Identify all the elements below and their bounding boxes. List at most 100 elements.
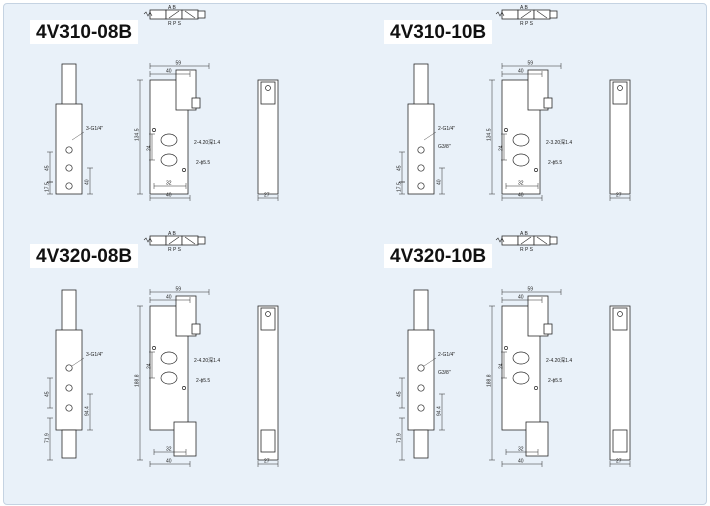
dim-27-label: 27 [264, 459, 270, 465]
front-port-1 [160, 351, 178, 365]
dim-32-label: 32 [518, 181, 524, 187]
mount-hole-1 [152, 346, 156, 350]
symbol-ports-top: A B [520, 5, 528, 11]
dim-27-label: 27 [616, 459, 622, 465]
solenoid-plug [543, 97, 553, 109]
valve-symbol: A B R P S [143, 5, 206, 27]
right-coil-screw [617, 311, 623, 317]
side-port-2 [65, 404, 73, 412]
dim-59-label: 59 [528, 61, 534, 67]
mount-hole-1 [504, 346, 508, 350]
holes-callout: 2-3.20深1.4 [546, 139, 572, 146]
symbol-spring [143, 11, 153, 17]
side-stem-bottom [413, 429, 429, 459]
dim-32-label: 32 [518, 447, 524, 453]
symbol-spring-box [149, 235, 167, 246]
front-port-1 [160, 133, 178, 147]
right-coil-screw [265, 85, 271, 91]
port-callout: 3-G1/4" [86, 126, 103, 132]
right-coil-bottom [612, 429, 628, 453]
dim-71-9-label: 71.9 [397, 433, 403, 443]
dim-40-bottom-label: 40 [166, 459, 172, 465]
title-4v310-08b: 4V310-08B [30, 20, 139, 44]
title-4v320-08b: 4V320-08B [30, 244, 139, 268]
front-port-2 [160, 153, 178, 167]
symbol-arrow-1 [168, 236, 180, 245]
dim-27-label: 27 [264, 193, 270, 199]
front-port-2 [512, 153, 530, 167]
side-port-1 [65, 164, 73, 172]
symbol-arrow-2 [536, 10, 548, 19]
model-4v310-08b: A BR P S3-G1/4"4517.5405940134.5242-4.20… [45, 5, 279, 201]
dim-24-label: 24 [147, 145, 153, 151]
symbol-arrow-2 [536, 236, 548, 245]
model-4v320-10b: A BR P S2-G1/4"G3/8"4571.994.45940188.82… [397, 231, 631, 467]
dim-71-9-label: 71.9 [45, 433, 51, 443]
solenoid-plug [191, 323, 201, 335]
side-port-0 [65, 364, 73, 372]
right-body [257, 305, 279, 461]
side-port-1 [65, 384, 73, 392]
right-coil [612, 81, 628, 105]
dim-40-top-label: 40 [166, 69, 172, 75]
mount-hole-2 [182, 386, 186, 390]
mount-hole-2 [534, 386, 538, 390]
side-port-2 [417, 182, 425, 190]
symbol-arrow-1 [520, 10, 532, 19]
holes-callout: 2-4.20深1.4 [194, 357, 220, 364]
solenoid-coil-bottom [525, 421, 549, 457]
symbol-ports-top: A B [520, 231, 528, 237]
port2-callout: G3/8" [438, 144, 451, 150]
port-callout: 3-G1/4" [86, 352, 103, 358]
dim-17-5-label: 17.5 [397, 182, 403, 192]
symbol-solenoid [549, 10, 558, 19]
mount-callout: 2-ϕ5.5 [548, 378, 562, 384]
holes-callout: 2-4.20深1.4 [546, 357, 572, 364]
side-port-1 [417, 384, 425, 392]
symbol-solenoid [197, 10, 206, 19]
dim-40-label: 40 [85, 179, 91, 185]
valve-symbol: A BR P S [143, 231, 206, 253]
dim-24-label: 24 [147, 363, 153, 369]
symbol-spring-box [149, 9, 167, 20]
right-coil-screw [617, 85, 623, 91]
port-leader [71, 357, 85, 367]
side-stem-bottom [61, 429, 77, 459]
dim-45-label: 45 [45, 391, 51, 397]
side-stem [61, 289, 77, 333]
front-port-1 [512, 351, 530, 365]
dim-45-label: 45 [45, 165, 51, 171]
solenoid-plug [191, 97, 201, 109]
side-port-0 [417, 146, 425, 154]
side-port-1 [417, 164, 425, 172]
side-stem [61, 63, 77, 107]
front-port-2 [160, 371, 178, 385]
symbol-ports-bottom: R P S [168, 21, 182, 27]
dim-40-bottom-label: 40 [518, 459, 524, 465]
symbol-ports-top: A B [168, 5, 176, 11]
dim-24-label: 24 [499, 145, 505, 151]
front-port-2 [512, 371, 530, 385]
port-leader [423, 357, 437, 367]
dim-24-label: 24 [499, 363, 505, 369]
symbol-spring [495, 237, 505, 243]
model-4v320-08b: A BR P S3-G1/4"4571.994.45940188.8242-4.… [45, 231, 279, 467]
solenoid-coil [175, 295, 197, 337]
symbol-arrow-1 [168, 10, 180, 19]
title-4v310-10b: 4V310-10B [384, 20, 493, 44]
symbol-solenoid [549, 236, 558, 245]
right-body [609, 79, 631, 195]
solenoid-coil-bottom [173, 421, 197, 457]
mount-callout: 2-ϕ5.5 [196, 160, 210, 166]
side-stem [413, 63, 429, 107]
symbol-spring [143, 237, 153, 243]
dim-94-4-label: 94.4 [437, 406, 443, 416]
symbol-arrow-1 [520, 236, 532, 245]
symbol-arrow-2 [184, 236, 196, 245]
holes-callout: 2-4.20深1.4 [194, 139, 220, 146]
dim-40-top-label: 40 [166, 295, 172, 301]
right-coil [612, 307, 628, 331]
dim-height-label: 134.5 [487, 128, 493, 141]
mount-hole-1 [152, 128, 156, 132]
